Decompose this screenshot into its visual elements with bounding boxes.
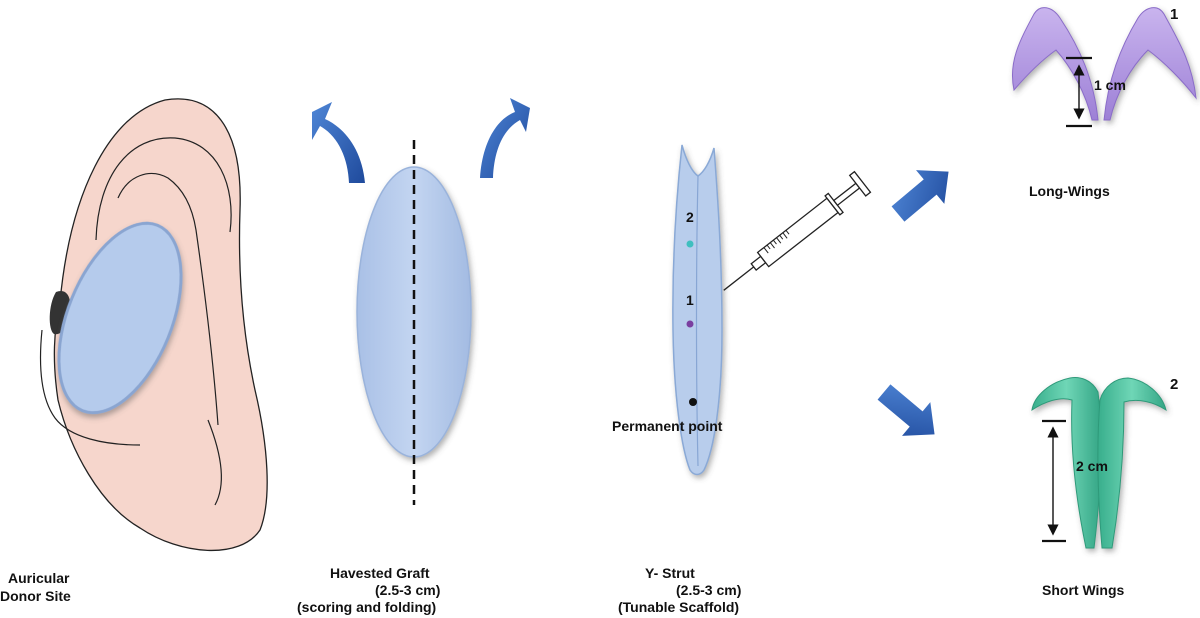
graft-label-line3: (scoring and folding) <box>297 599 437 615</box>
donor-site-label-line1: Auricular <box>8 570 70 586</box>
y-strut-shape <box>672 144 723 476</box>
panel-2-number: 2 <box>1170 376 1179 393</box>
ear-lobe-fold <box>207 419 222 506</box>
long-wings-shape <box>1011 7 1197 121</box>
strut-label-line3: (Tunable Scaffold) <box>618 599 740 615</box>
point-2-label: 2 <box>686 209 694 225</box>
graft-label-line2: (2.5-3 cm) <box>375 582 441 598</box>
short-wings-shape <box>1031 377 1167 549</box>
graft-label-line1: Havested Graft <box>330 565 430 581</box>
wing-shape <box>1103 7 1197 121</box>
long-measure-bracket <box>1066 56 1092 128</box>
strut-center-cleft <box>695 175 699 467</box>
curved-arrow-icon <box>312 102 365 183</box>
long-wings-measure: 1 cm <box>1094 77 1126 93</box>
ear-illustration <box>39 98 268 552</box>
ear-helix-fold <box>95 137 232 241</box>
strut-label-line2: (2.5-3 cm) <box>676 582 742 598</box>
syringe-icon <box>723 170 872 291</box>
long-wings-label: Long-Wings <box>1029 183 1110 199</box>
permanent-point-dot <box>689 398 697 406</box>
point-1-label: 1 <box>686 292 694 308</box>
wing-shape <box>1011 7 1099 121</box>
point-1-dot <box>686 320 694 328</box>
permanent-point-label: Permanent point <box>612 418 723 434</box>
block-arrow-icon <box>891 170 949 222</box>
ear-antihelix <box>117 173 219 426</box>
wing-shape <box>1097 377 1167 549</box>
short-wings-label: Short Wings <box>1042 582 1125 598</box>
strut-label-line1: Y- Strut <box>645 565 695 581</box>
short-wings-measure: 2 cm <box>1076 458 1108 474</box>
curved-arrow-icon <box>480 98 530 178</box>
block-arrow-icon <box>877 384 935 436</box>
harvested-graft <box>312 98 530 505</box>
short-measure-bracket <box>1042 419 1066 543</box>
panel-1-number: 1 <box>1170 6 1179 23</box>
donor-site-label-line2: Donor Site <box>0 588 71 604</box>
ear-graft-area <box>57 221 183 415</box>
ear-inner-curve <box>39 329 141 446</box>
y-strut <box>672 144 723 476</box>
point-2-dot <box>686 240 694 248</box>
